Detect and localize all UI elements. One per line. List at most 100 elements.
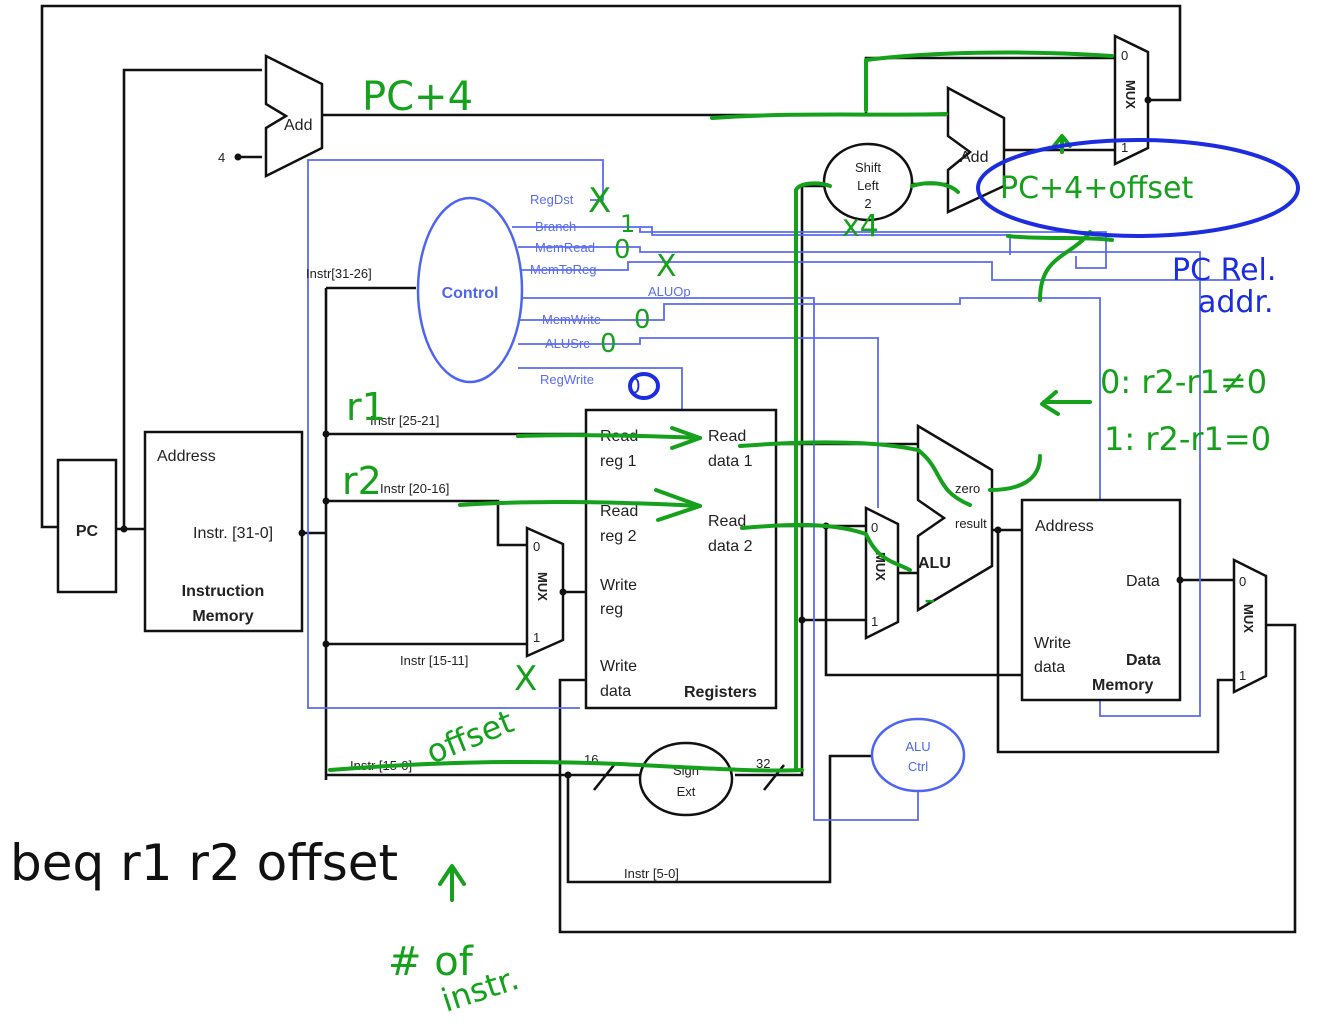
rf-write-data-b: data [600,683,631,700]
rf-write-data-a: Write [600,658,637,675]
instruction-memory: Address Instr. [31-0] Instruction Memory [143,430,304,633]
note-pc-plus-4: PC+4 [362,74,473,120]
sign-ext-b: Ext [677,784,696,799]
blue-annotations: 0 PC Rel. addr. [628,138,1300,400]
dm-write-data-a: Write [1034,635,1071,652]
note-beq-instruction: beq r1 r2 offset [10,834,398,892]
register-file: Read reg 1 Read reg 2 Write reg Write da… [584,408,778,710]
alu-label: ALU [918,555,951,572]
rf-read-data2-a: Read [708,513,746,530]
memtoreg-mux-0: 0 [1239,574,1246,589]
alu-ctrl-b: Ctrl [908,759,928,774]
sig-memread: MemRead [535,240,595,255]
note-alusrc: 0 [600,329,617,359]
pc-register: PC [56,458,118,594]
green-annotations: PC+4 PC+4+offset x4 X 1 0 X 0 0 r1 r2 0:… [342,74,1271,1020]
alu-zero-label: zero [955,481,980,496]
data-memory: Address Data Write data Data Memory [1020,498,1182,702]
im-name-1: Instruction [182,583,265,600]
rf-read-reg1-b: reg 1 [600,453,637,470]
green-ink-strokes [328,50,1114,902]
pc-adder-label: Add [284,117,312,134]
alu-result-label: result [955,516,987,531]
rf-read-reg2-a: Read [600,503,638,520]
constant-four: 4 [218,150,225,165]
note-write-reg-x: X [514,659,537,699]
rf-read-data1-a: Read [708,428,746,445]
shift-left-c: 2 [864,196,871,211]
memtoreg-mux-label: MUX [1241,604,1256,633]
memtoreg-mux-1: 1 [1239,668,1246,683]
note-regwrite: 0 [628,374,641,398]
sig-aluop: ALUOp [648,284,691,299]
regdst-mux: 0 1 MUX [525,526,565,658]
note-memtoreg: X [656,249,677,284]
pc-adder: Add 4 [218,53,324,179]
note-memwrite: 0 [634,305,651,335]
field-31-26: Instr[31-26] [306,266,372,281]
note-regdst: X [588,181,611,221]
dm-name-b: Memory [1092,677,1153,694]
memtoreg-mux: 0 1 MUX [1232,557,1268,695]
dm-data-label: Data [1126,573,1160,590]
note-pc-rel: PC Rel. [1172,253,1276,288]
regdst-mux-0: 0 [533,539,540,554]
rf-read-data1-b: data 1 [708,453,753,470]
pc-label: PC [76,523,99,540]
sig-memwrite: MemWrite [542,312,601,327]
shift-left-b: Left [857,178,879,193]
im-name-2: Memory [192,608,253,625]
rf-read-data2-b: data 2 [708,538,753,555]
pcsrc-mux-1: 1 [1121,140,1128,155]
dm-address-label: Address [1035,518,1094,535]
note-branch: 1 [620,210,635,238]
sign-extend: Sign Ext 16 32 [584,741,786,817]
note-r1: r1 [346,385,386,429]
im-address-label: Address [157,448,216,465]
field-15-11: Instr [15-11] [400,653,468,668]
instruction-handwriting: beq r1 r2 offset [10,834,398,892]
pc-src-mux: 0 1 MUX [1113,34,1150,166]
alusrc-mux: 0 1 MUX [864,505,900,641]
shift-left-2: Shift Left 2 [822,142,914,222]
note-zero-rule-1: 1: r2-r1=0 [1104,420,1271,458]
sig-alusrc: ALUSrc [545,336,590,351]
note-minus: - [924,580,936,618]
branch-adder-label: Add [960,149,988,166]
sig-memtoreg: MemToReg [530,262,596,277]
branch-adder: Add [946,85,1006,214]
dm-name-a: Data [1126,652,1161,669]
note-zero-rule-0: 0: r2-r1≠0 [1100,363,1267,401]
width-32: 32 [756,756,770,771]
shift-left-a: Shift [855,160,881,175]
note-num-of: # of [388,939,474,985]
sig-branch: Branch [535,219,576,234]
sig-regwrite: RegWrite [540,372,594,387]
note-addr: addr. [1198,285,1274,320]
alu-control: ALU Ctrl [870,717,966,793]
pcsrc-mux-label: MUX [1123,80,1138,109]
note-pc-plus-4-offset: PC+4+offset [1000,171,1194,206]
rf-write-reg-a: Write [600,577,637,594]
field-25-21: Instr [25-21] [370,413,439,428]
alusrc-mux-0: 0 [871,520,878,535]
alu-ctrl-a: ALU [905,739,930,754]
rf-read-reg2-b: reg 2 [600,528,637,545]
dm-write-data-b: data [1034,659,1065,676]
rf-write-reg-b: reg [600,601,623,618]
control-wires [307,159,1240,821]
note-times-4: x4 [842,209,879,244]
regdst-mux-1: 1 [533,630,540,645]
field-5-0: Instr [5-0] [624,866,679,881]
instruction-field-labels: Instr[31-26] Instr [25-21] Instr [20-16]… [306,266,679,881]
regdst-mux-label: MUX [535,572,550,601]
field-20-16: Instr [20-16] [380,481,449,496]
im-instr-label: Instr. [31-0] [193,525,273,542]
control-signal-labels: RegDst Branch MemRead MemToReg ALUOp Mem… [530,192,691,387]
note-r2: r2 [342,459,382,503]
sig-regdst: RegDst [530,192,574,207]
control-label: Control [442,285,499,302]
note-memread: 0 [614,235,631,265]
